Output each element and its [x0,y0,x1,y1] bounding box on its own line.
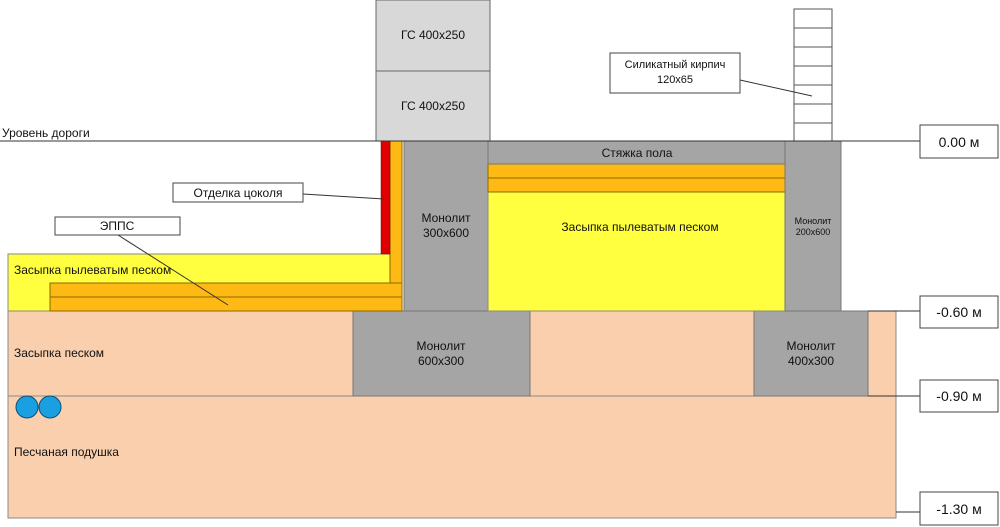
epps-board-upper [49,282,403,298]
footing-right-label-2: 400х300 [788,354,834,368]
road-level-label: Уровень дороги [2,126,90,140]
sand-cushion-label: Песчаная подушка [14,445,119,459]
gs-block-top [375,0,491,72]
footing-left [352,310,531,397]
callout-leader-epps [117,234,229,306]
callout-leader-plinth [302,193,385,200]
gs-top-label: ГС 400х250 [401,28,465,42]
footing-left-label-2: 600х300 [418,354,464,368]
drain-pipe-left [15,395,39,419]
inner-dust-sand-backfill [487,191,786,312]
monolith-wall [403,140,489,312]
svg-text:-0.60 м: -0.60 м [936,304,981,320]
epps-vertical [389,140,403,284]
level-box-minus-130: -1.30 м [919,491,999,526]
monolith-wall-label-1: Монолит [421,211,471,225]
svg-text:ЭППС: ЭППС [100,219,135,233]
plinth-finish-strip [380,140,391,255]
level-box-zero: 0.00 м [919,124,999,159]
level-box-minus-060: -0.60 м [919,295,999,329]
silicate-brick-column [793,8,833,142]
drain-pipe-right [38,395,62,419]
inner-insulation-upper [487,163,786,179]
footing-right-label-1: Монолит [786,339,836,353]
svg-text:0.00 м: 0.00 м [939,134,980,150]
callout-epps: ЭППС [54,216,181,236]
svg-text:-1.30 м: -1.30 м [936,501,981,517]
inner-insulation-lower [487,177,786,193]
floor-screed-label: Стяжка пола [602,146,673,160]
inner-backfill-label: Засыпка пылеватым песком [561,220,718,234]
gs-bottom-label: ГС 400х250 [401,99,465,113]
monolith-wall-label-2: 300х600 [423,226,469,240]
svg-text:-0.90 м: -0.90 м [936,388,981,404]
callout-leader-brick [739,79,813,97]
sand-backfill-label: Засыпка песком [14,346,104,360]
monolith-inner-label-1: Монолит [795,216,832,226]
gs-block-bottom [375,70,491,142]
monolith-inner-label-2: 200х600 [796,227,831,237]
sand-cushion-layer [7,395,897,519]
svg-text:120х65: 120х65 [657,74,693,86]
callout-plinth-finish: Отделка цоколя [172,182,304,203]
footing-left-label-1: Монолит [416,339,466,353]
svg-text:Силикатный кирпич: Силикатный кирпич [625,59,726,71]
left-backfill-label: Засыпка пылеватым песком [14,263,171,277]
level-box-minus-090: -0.90 м [919,379,999,413]
svg-text:Отделка цоколя: Отделка цоколя [194,186,283,200]
callout-silicate-brick: Силикатный кирпич 120х65 [609,52,741,94]
monolith-inner-wall [784,140,842,312]
